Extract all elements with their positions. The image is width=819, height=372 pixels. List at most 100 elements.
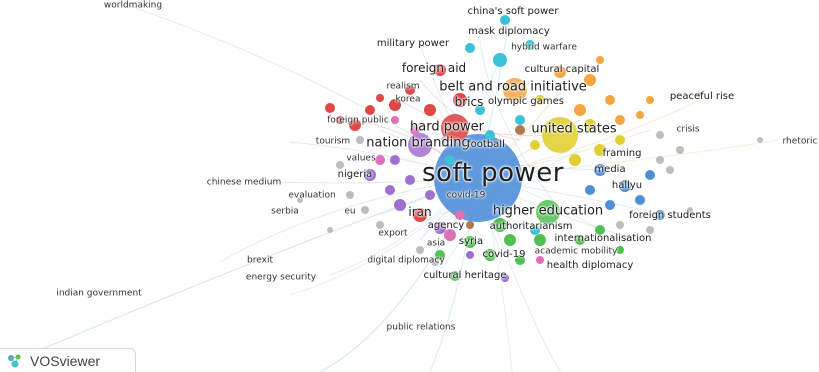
label-covid19-top[interactable]: covid-19 xyxy=(446,190,486,201)
keyword-node[interactable] xyxy=(503,78,527,102)
keyword-node[interactable] xyxy=(616,221,624,229)
keyword-node[interactable] xyxy=(390,155,400,165)
keyword-node[interactable] xyxy=(605,200,615,210)
label-export[interactable]: export xyxy=(378,228,408,239)
label-authoritarianism[interactable]: authoritarianism xyxy=(489,221,573,232)
keyword-node[interactable] xyxy=(569,154,581,166)
label-chinas-soft-power[interactable]: china's soft power xyxy=(467,6,559,17)
keyword-node[interactable] xyxy=(619,180,631,192)
label-covid-19-bottom[interactable]: covid-19 xyxy=(482,249,526,260)
keyword-node[interactable] xyxy=(450,271,460,281)
keyword-node[interactable] xyxy=(515,255,525,265)
keyword-node[interactable] xyxy=(336,116,344,124)
keyword-node[interactable] xyxy=(646,96,654,104)
keyword-node[interactable] xyxy=(645,170,655,180)
keyword-node[interactable] xyxy=(455,210,465,220)
keyword-node[interactable] xyxy=(336,161,344,169)
keyword-node[interactable] xyxy=(325,103,335,113)
keyword-node[interactable] xyxy=(493,218,507,232)
keyword-node[interactable] xyxy=(441,136,449,144)
label-worldmaking[interactable]: worldmaking xyxy=(103,0,163,11)
label-serbia[interactable]: serbia xyxy=(271,206,299,217)
keyword-node[interactable] xyxy=(445,155,455,165)
label-nigeria[interactable]: nigeria xyxy=(337,169,373,180)
keyword-node[interactable] xyxy=(504,234,516,246)
keyword-node[interactable] xyxy=(535,95,545,105)
label-nation-branding[interactable]: nation branding xyxy=(366,135,470,151)
keyword-node[interactable] xyxy=(375,155,385,165)
label-hallyu[interactable]: hallyu xyxy=(611,180,643,191)
label-academic-mobility[interactable]: academic mobility xyxy=(534,246,618,257)
keyword-node[interactable] xyxy=(485,130,495,140)
label-tourism[interactable]: tourism xyxy=(315,136,351,147)
keyword-node[interactable] xyxy=(542,117,578,153)
keyword-node[interactable] xyxy=(465,43,475,53)
label-chinese-medium[interactable]: chinese medium xyxy=(206,177,282,188)
keyword-node[interactable] xyxy=(655,210,665,220)
label-football[interactable]: football xyxy=(467,139,505,150)
keyword-node[interactable] xyxy=(424,104,436,116)
keyword-node[interactable] xyxy=(656,131,664,139)
keyword-node[interactable] xyxy=(596,56,604,64)
keyword-node[interactable] xyxy=(389,99,401,111)
label-internationalisation[interactable]: internationalisation xyxy=(554,233,652,244)
keyword-node[interactable] xyxy=(466,251,474,259)
keyword-node[interactable] xyxy=(615,115,625,125)
keyword-node[interactable] xyxy=(385,185,395,195)
label-rhetoric[interactable]: rhetoric xyxy=(782,136,818,147)
keyword-node[interactable] xyxy=(536,200,560,224)
label-brics[interactable]: brics xyxy=(454,95,484,109)
keyword-node[interactable] xyxy=(554,66,566,78)
keyword-node[interactable] xyxy=(493,53,507,67)
keyword-node[interactable] xyxy=(594,144,606,156)
label-belt-and-road-initiative[interactable]: belt and road initiative xyxy=(439,79,587,95)
keyword-node[interactable] xyxy=(515,125,525,135)
label-foreign-students[interactable]: foreign students xyxy=(629,210,711,221)
label-brexit[interactable]: brexit xyxy=(247,255,273,266)
keyword-node[interactable] xyxy=(605,95,615,105)
keyword-node[interactable] xyxy=(636,111,644,119)
label-iran[interactable]: iran xyxy=(408,205,432,219)
label-public-relations[interactable]: public relations xyxy=(386,322,456,333)
keyword-node[interactable] xyxy=(616,246,624,254)
label-higher-education[interactable]: higher education xyxy=(492,203,604,219)
keyword-node[interactable] xyxy=(530,225,540,235)
keyword-node[interactable] xyxy=(501,274,509,282)
keyword-node[interactable] xyxy=(297,197,303,203)
label-korea[interactable]: korea xyxy=(395,94,421,105)
keyword-node[interactable] xyxy=(697,92,703,98)
keyword-node[interactable] xyxy=(536,256,544,264)
label-media[interactable]: media xyxy=(594,164,626,175)
keyword-node[interactable] xyxy=(534,234,546,246)
label-health-diplomacy[interactable]: health diplomacy xyxy=(546,260,634,271)
keyword-node[interactable] xyxy=(575,235,585,245)
vosviewer-brand[interactable]: VOSviewer xyxy=(0,348,136,372)
label-indian-government[interactable]: indian government xyxy=(56,288,142,299)
keyword-node[interactable] xyxy=(615,135,625,145)
keyword-node[interactable] xyxy=(405,175,415,185)
keyword-node[interactable] xyxy=(327,227,333,233)
keyword-node[interactable] xyxy=(466,221,474,229)
keyword-node[interactable] xyxy=(408,133,432,157)
keyword-node[interactable] xyxy=(365,105,375,115)
label-syria[interactable]: syria xyxy=(458,236,484,247)
keyword-node[interactable] xyxy=(364,169,376,181)
keyword-node[interactable] xyxy=(356,136,364,144)
keyword-node[interactable] xyxy=(394,199,406,211)
keyword-node[interactable] xyxy=(349,119,361,131)
label-asia[interactable]: asia xyxy=(426,238,446,249)
keyword-node[interactable] xyxy=(574,104,586,116)
label-cultural-capital[interactable]: cultural capital xyxy=(524,64,600,75)
label-foreign-public[interactable]: foreign public xyxy=(327,115,389,126)
label-digital-diplomacy[interactable]: digital diplomacy xyxy=(367,255,445,266)
keyword-node[interactable] xyxy=(376,221,384,229)
keyword-node[interactable] xyxy=(441,114,469,142)
keyword-node[interactable] xyxy=(595,225,605,235)
label-military-power[interactable]: military power xyxy=(376,38,450,49)
keyword-node[interactable] xyxy=(405,85,415,95)
keyword-node[interactable] xyxy=(453,93,467,107)
keyword-node[interactable] xyxy=(584,74,596,86)
keyword-node[interactable] xyxy=(391,116,399,124)
label-olympic-games[interactable]: olympic games xyxy=(488,96,564,107)
label-values[interactable]: values xyxy=(346,153,376,164)
